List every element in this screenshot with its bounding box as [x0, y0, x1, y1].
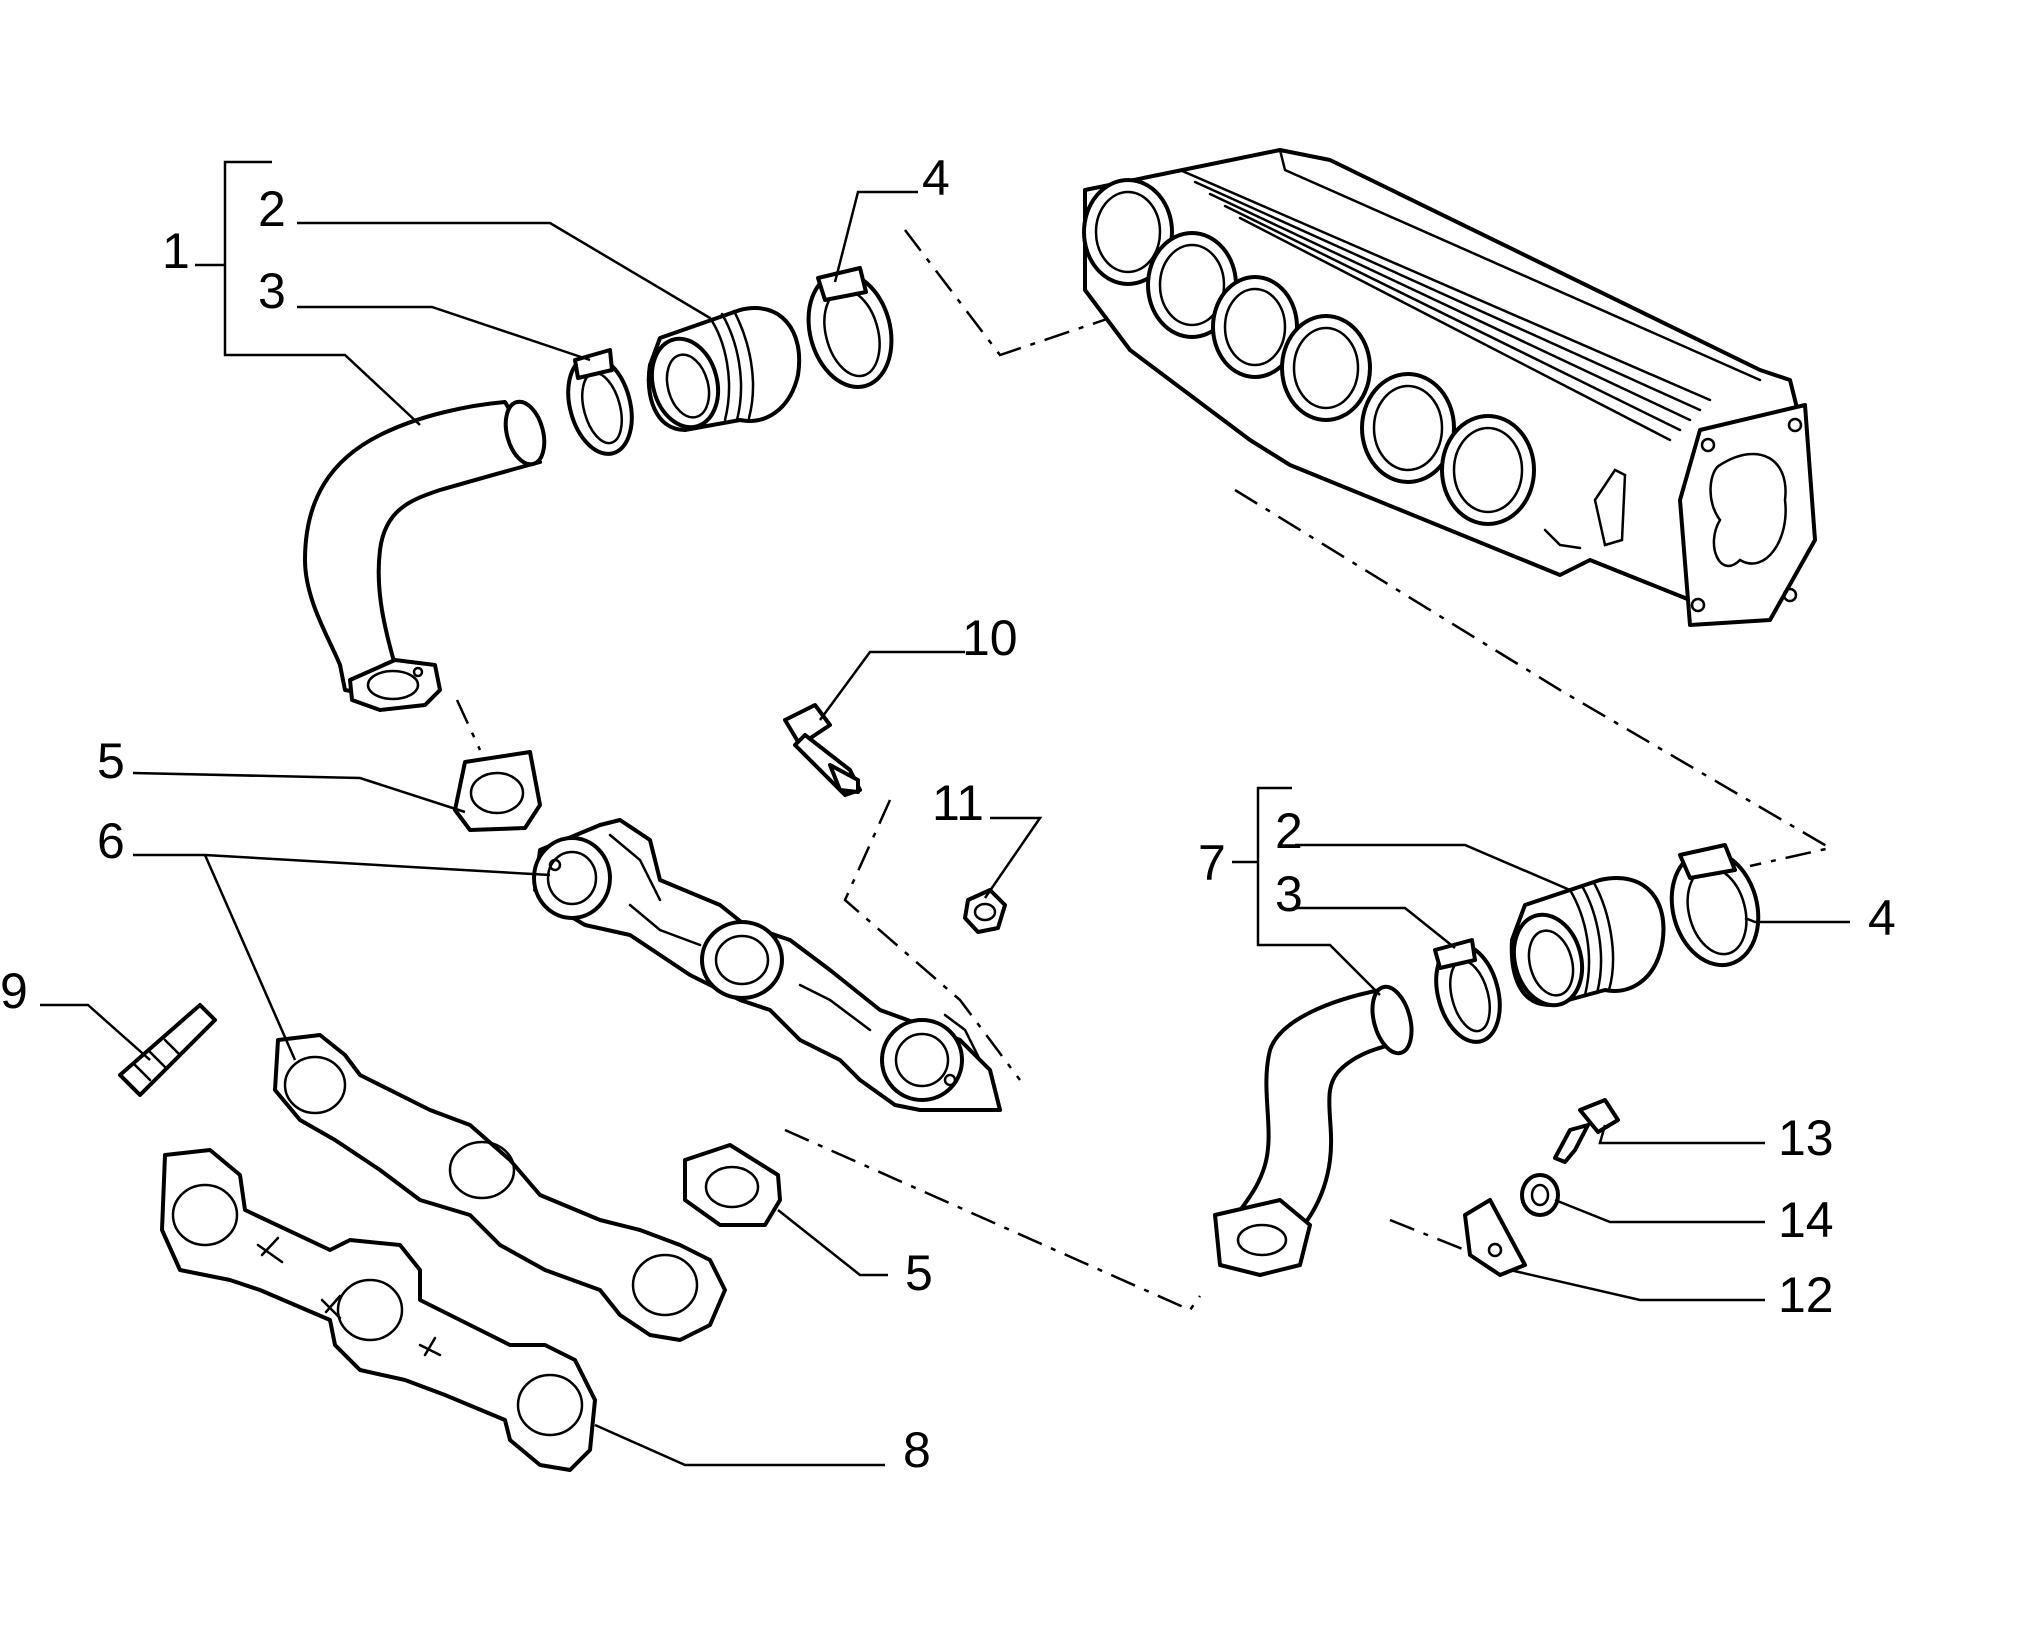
gasket-plate: [273, 1033, 727, 1342]
callout-6: 6: [97, 813, 125, 869]
manifold-assembly: [1082, 148, 1817, 627]
callout-5-lower: 5: [905, 1245, 933, 1301]
flex-joint-2-right: [1509, 876, 1666, 1008]
callout-4-right: 4: [1868, 890, 1896, 946]
callout-14: 14: [1778, 1192, 1834, 1248]
callout-labels: 1 2 3 4 5 6 9 10 11 7 2 3 4 13 14 12 5 8: [0, 150, 1896, 1478]
downpipe-right: [1213, 984, 1414, 1277]
callout-12: 12: [1778, 1267, 1834, 1323]
callout-4-left: 4: [922, 150, 950, 206]
stud-9: [118, 1003, 217, 1097]
clamp-4-right: [1669, 843, 1761, 968]
callout-7: 7: [1198, 835, 1226, 891]
bracket-12: [1463, 1198, 1527, 1277]
clamp-3-left: [566, 348, 634, 456]
callout-8: 8: [903, 1422, 931, 1478]
callout-9: 9: [0, 963, 28, 1019]
washer-14: [1520, 1173, 1560, 1217]
bolt-13: [1553, 1098, 1620, 1164]
callout-11: 11: [932, 775, 984, 831]
callout-5-upper: 5: [97, 733, 125, 789]
callout-10: 10: [962, 610, 1018, 666]
clamp-4-left: [806, 266, 894, 389]
downpipe-left: [303, 399, 547, 712]
clamp-3-right: [1433, 938, 1502, 1044]
callout-3-left: 3: [258, 263, 286, 319]
gasket-8: [160, 1148, 597, 1472]
callout-2-left: 2: [258, 181, 286, 237]
callout-3-right: 3: [1275, 866, 1303, 922]
gasket-5-lower: [683, 1143, 782, 1227]
callout-13: 13: [1778, 1110, 1834, 1166]
flex-joint-2-left: [646, 306, 802, 432]
leader-lines: [40, 160, 1850, 1467]
exhaust-manifold-6: [532, 818, 1002, 1112]
bolt-10: [783, 703, 862, 797]
callout-2-right: 2: [1275, 803, 1303, 859]
callout-1: 1: [162, 223, 190, 279]
gasket-5-upper: [453, 750, 542, 832]
